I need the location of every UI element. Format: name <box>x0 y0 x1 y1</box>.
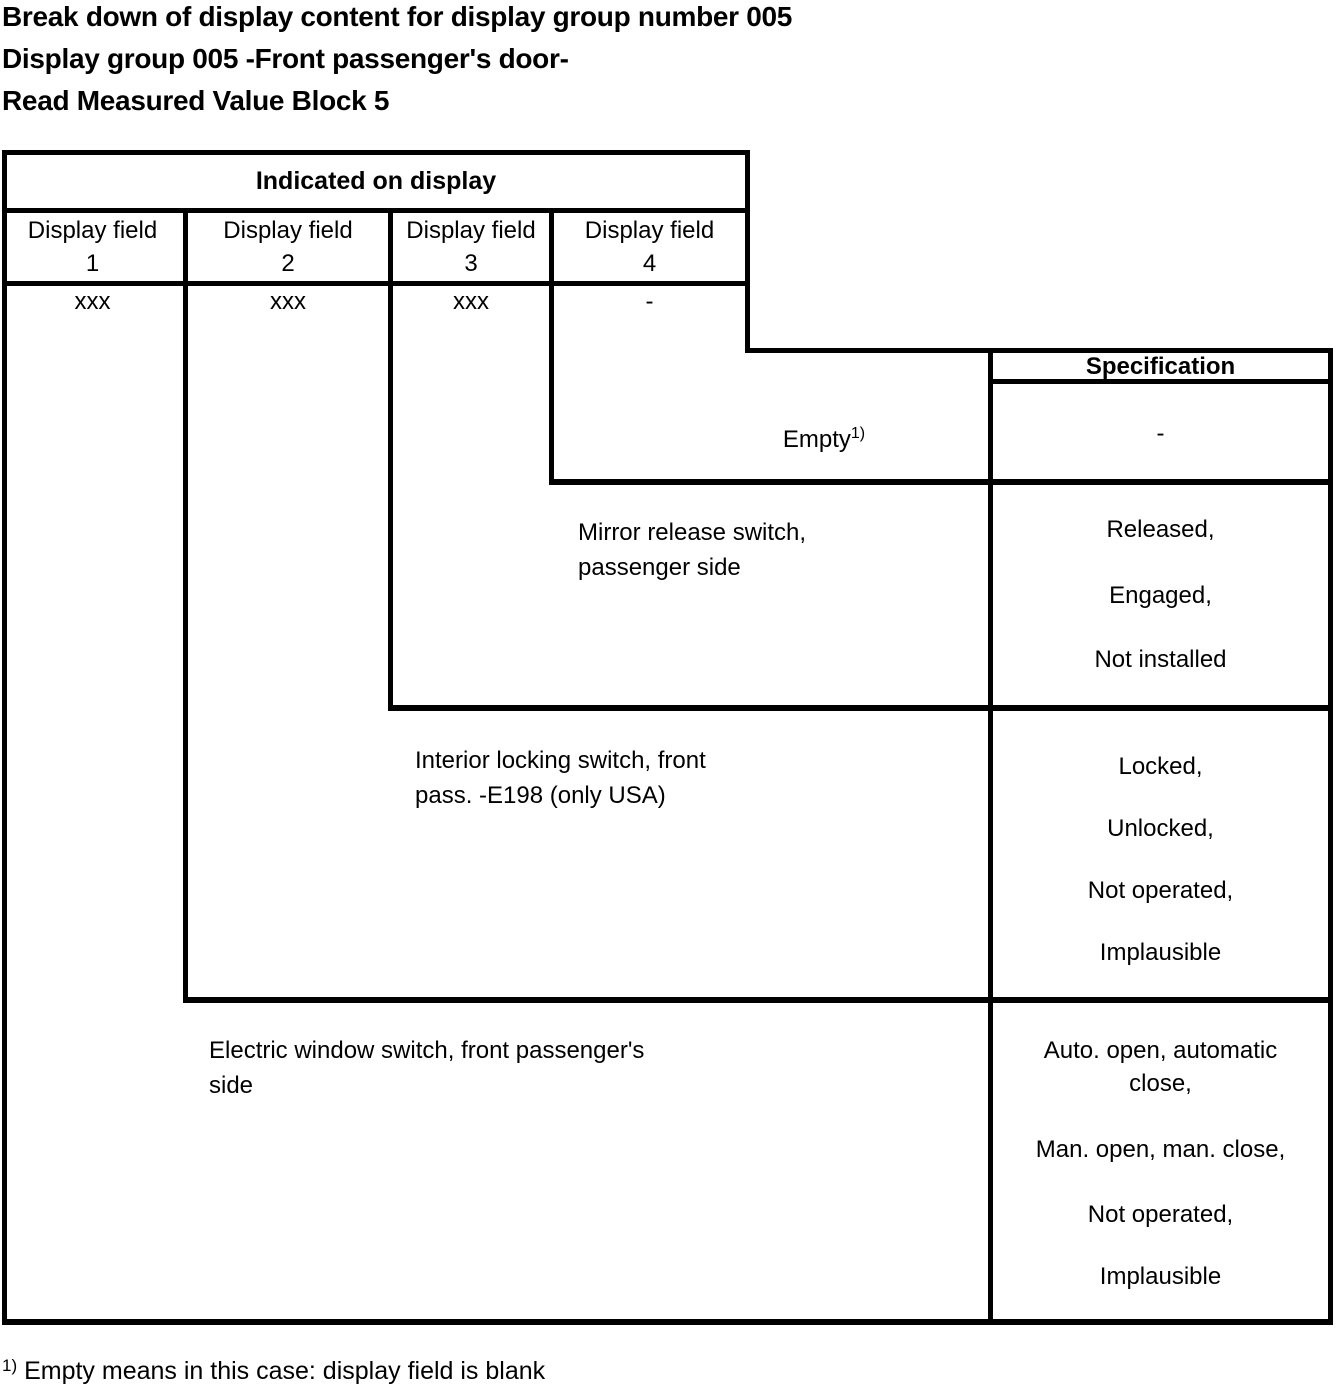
row-empty-bottom-border <box>549 479 1333 485</box>
row-electric-label-line-2: side <box>209 1072 254 1099</box>
page-title-line-1: Break down of display content for displa… <box>2 1 793 32</box>
diagram-bottom-border <box>2 1319 1333 1325</box>
row-electric-label: Electric window switch, front passenger'… <box>209 1033 644 1103</box>
page-title-line-3: Read Measured Value Block 5 <box>2 85 390 116</box>
row-empty-label-text: Empty <box>782 426 851 453</box>
display-field-4-number: 4 <box>642 250 657 277</box>
display-field-2-header: Display field 2 <box>188 214 388 280</box>
display-field-1-label: Display field <box>27 217 158 244</box>
diagram-right-border <box>1328 348 1333 1325</box>
column-1-2-divider <box>183 208 188 1003</box>
specification-header: Specification <box>1085 353 1236 380</box>
row-interior-label: Interior locking switch, front pass. -E1… <box>415 743 706 813</box>
row-electric-spec-4: Implausible <box>1099 1263 1222 1290</box>
display-field-2-value: xxx <box>270 288 306 315</box>
row-mirror-spec-3: Not installed <box>1094 646 1227 673</box>
row-interior-spec-1: Locked, <box>1118 753 1203 780</box>
footnote-text: Empty means in this case: display field … <box>24 1357 546 1385</box>
row-electric-spec-2: Man. open, man. close, <box>1035 1136 1286 1163</box>
display-field-2-label: Display field <box>223 217 353 244</box>
display-field-1-number: 1 <box>85 250 100 277</box>
indicated-on-display-header: Indicated on display <box>255 167 497 195</box>
display-field-3-header: Display field 3 <box>393 214 549 280</box>
column-3-4-divider <box>549 208 554 485</box>
display-field-4-header: Display field 4 <box>554 214 745 280</box>
row-electric-label-line-1: Electric window switch, front passenger'… <box>209 1037 645 1064</box>
display-field-3-label: Display field <box>406 217 536 244</box>
row-interior-label-line-2: pass. -E198 (only USA) <box>415 782 666 809</box>
row-empty-spec: - <box>1156 420 1165 447</box>
table-right-border <box>745 150 750 353</box>
row-mirror-spec-2: Engaged, <box>1109 582 1212 609</box>
display-field-2-number: 2 <box>281 250 295 277</box>
page-title-line-2: Display group 005 -Front passenger's doo… <box>2 43 569 74</box>
display-field-3-number: 3 <box>464 250 478 277</box>
field-labels-divider <box>2 281 750 286</box>
row-mirror-spec-1: Released, <box>1106 516 1215 543</box>
display-field-4-label: Display field <box>584 217 715 244</box>
footnote: 1) Empty means in this case: display fie… <box>2 1356 545 1386</box>
row-interior-spec-3: Not operated, <box>1087 877 1234 904</box>
column-2-3-divider <box>388 208 393 711</box>
specification-header-divider <box>988 379 1333 384</box>
display-field-4-value: - <box>645 288 654 315</box>
display-field-1-header: Display field 1 <box>2 214 183 280</box>
display-field-1-value: xxx <box>74 288 111 315</box>
row-interior-spec-4: Implausible <box>1099 939 1222 966</box>
row-mirror-label: Mirror release switch, passenger side <box>578 515 806 585</box>
diagram-left-border <box>2 150 7 1325</box>
row-interior-label-line-1: Interior locking switch, front <box>415 747 706 774</box>
row-electric-spec-1: Auto. open, automatic close, <box>1043 1037 1278 1097</box>
specification-left-border <box>988 348 993 1325</box>
row-interior-bottom-border <box>183 997 1333 1003</box>
row-electric-spec-3: Not operated, <box>1087 1201 1234 1228</box>
display-field-3-value: xxx <box>453 288 489 315</box>
footnote-marker: 1) <box>2 1356 18 1375</box>
row-mirror-bottom-border <box>388 705 1333 711</box>
row-empty-label: Empty1) <box>554 419 1094 455</box>
row-mirror-label-line-1: Mirror release switch, <box>578 519 807 546</box>
row-empty-footnote-marker: 1) <box>850 425 866 442</box>
row-mirror-label-line-2: passenger side <box>578 554 741 581</box>
row-interior-spec-2: Unlocked, <box>1107 815 1214 842</box>
table-top-border <box>2 150 750 155</box>
indicated-header-divider <box>2 208 750 213</box>
step-line-to-specification <box>745 348 1333 353</box>
